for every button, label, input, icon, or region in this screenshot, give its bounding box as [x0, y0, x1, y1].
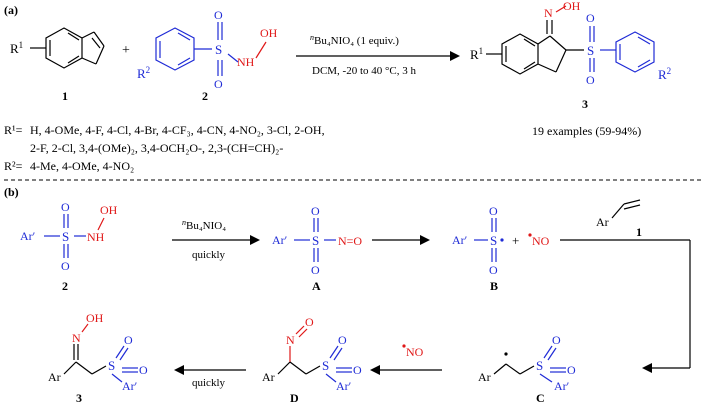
- no-radical-dot-2: [402, 344, 406, 348]
- nh-2b: NH: [87, 230, 105, 244]
- reagent-label-b: nBu₄NIO₄: [182, 218, 226, 232]
- intermediate-a-label: A: [312, 279, 321, 293]
- sulfonyl-o-top-3: O: [586, 11, 595, 25]
- panel-a-label: (a): [4, 3, 18, 17]
- ar-d: Ar: [262, 370, 275, 384]
- sulfur-c: S: [536, 358, 543, 373]
- ar-3b: Ar: [48, 370, 61, 384]
- nitroso-a: N=O: [338, 234, 362, 248]
- sulfur-3b: S: [108, 358, 115, 373]
- r2-group-label: R2: [137, 65, 150, 81]
- ar-prime-2b: Ar′: [20, 229, 36, 243]
- o-top-c: O: [552, 333, 561, 347]
- compound-2-label: 2: [202, 89, 208, 103]
- oh-2b: OH: [100, 203, 118, 217]
- arrow-b-to-c: [642, 363, 652, 373]
- r1-substituent-label: R¹=: [4, 123, 23, 137]
- sulfur-2: S: [215, 42, 222, 57]
- ar-c: Ar: [478, 370, 491, 384]
- intermediate-b-label: B: [490, 279, 498, 293]
- r2-substituent-label: R²=: [4, 159, 23, 173]
- compound-3-label: 3: [582, 97, 588, 111]
- examples-yield: 19 examples (59-94%): [532, 124, 641, 138]
- oxime-oh-3b: OH: [86, 311, 104, 325]
- o-bottom-a: O: [311, 263, 320, 277]
- carbon-radical-dot: [504, 352, 508, 356]
- compound-3b-label: 3: [76, 391, 82, 405]
- sulfur-3: S: [587, 43, 594, 58]
- compound-1b-label: 1: [636, 225, 642, 239]
- o-right-d: O: [353, 363, 362, 377]
- r2-group-label-3: R2: [658, 66, 671, 82]
- o-right-c: O: [567, 363, 576, 377]
- ar-prime-d: Ar′: [336, 379, 352, 393]
- reaction-arrow-a: [296, 51, 460, 61]
- conditions-label-a: DCM, -20 to 40 °C, 3 h: [312, 65, 417, 77]
- no-radical-2: NO: [406, 345, 424, 359]
- nitroso-o-d: O: [305, 315, 314, 329]
- arrow-a-to-b: [420, 235, 430, 245]
- ar-prime-a: Ar′: [272, 233, 288, 247]
- arrow-d-to-3: [174, 365, 184, 375]
- o-top-a: O: [311, 204, 320, 218]
- arrow-2-to-a: [250, 235, 260, 245]
- sulfur-b: S: [490, 233, 497, 248]
- r1-group-label: R1: [10, 40, 23, 56]
- sulfur-a: S: [312, 233, 319, 248]
- ar-prime-3b: Ar′: [122, 379, 138, 393]
- ar-styrene: Ar: [596, 215, 609, 229]
- intermediate-c-label: C: [536, 391, 545, 405]
- nh-group-2: NH: [237, 55, 255, 69]
- sulfur-d: S: [322, 358, 329, 373]
- r2-substituents: 4-Me, 4-OMe, 4-NO₂: [30, 159, 134, 173]
- r1-substituents-line2: 2-F, 2-Cl, 3,4-(OMe)₂, 3,4-OCH₂O-, 2,3-(…: [30, 141, 283, 155]
- reagent-label-a: nBu₄NIO₄ (1 equiv.): [310, 33, 399, 47]
- sulfonyl-o-bottom-2: O: [214, 77, 223, 91]
- compound-2b-label: 2: [62, 279, 68, 293]
- oxime-oh-3: OH: [563, 0, 581, 13]
- product-3-structure: [486, 5, 655, 75]
- quickly-label-2: quickly: [192, 377, 225, 389]
- oxime-n-3: N: [544, 6, 553, 20]
- sulfonyl-o-top-2: O: [214, 8, 223, 22]
- o-top-2b: O: [61, 200, 70, 214]
- plus-sign-a: +: [122, 43, 130, 58]
- sulfonyl-radical-dot: [500, 238, 504, 242]
- o-top-d: O: [338, 333, 347, 347]
- no-radical-1: NO: [532, 234, 550, 248]
- oxime-n-3b: N: [72, 331, 81, 345]
- r1-group-label-3: R1: [470, 46, 483, 62]
- o-top-b: O: [489, 204, 498, 218]
- ar-prime-b: Ar′: [452, 233, 468, 247]
- indene-1-structure: [30, 27, 105, 69]
- r1-substituents-line1: H, 4-OMe, 4-F, 4-Cl, 4-Br, 4-CF₃, 4-CN, …: [30, 123, 325, 137]
- o-top-3b: O: [124, 333, 133, 347]
- oh-group-2: OH: [260, 26, 278, 40]
- o-bottom-2b: O: [61, 259, 70, 273]
- quickly-label-1: quickly: [192, 249, 225, 261]
- nitroso-n-d: N: [286, 333, 295, 347]
- sulfonyl-o-bottom-3: O: [586, 73, 595, 87]
- ar-prime-c: Ar′: [554, 379, 570, 393]
- plus-sign-b: +: [512, 233, 519, 248]
- o-right-3b: O: [139, 363, 148, 377]
- sulfonamide-2-structure: [155, 22, 267, 76]
- no-radical-dot-1: [528, 233, 532, 237]
- panel-b-label: (b): [4, 185, 19, 199]
- intermediate-d-label: D: [290, 391, 299, 405]
- o-bottom-b: O: [489, 263, 498, 277]
- sulfur-2b: S: [62, 229, 69, 244]
- arrow-c-to-d: [370, 365, 380, 375]
- compound-1-label: 1: [62, 89, 68, 103]
